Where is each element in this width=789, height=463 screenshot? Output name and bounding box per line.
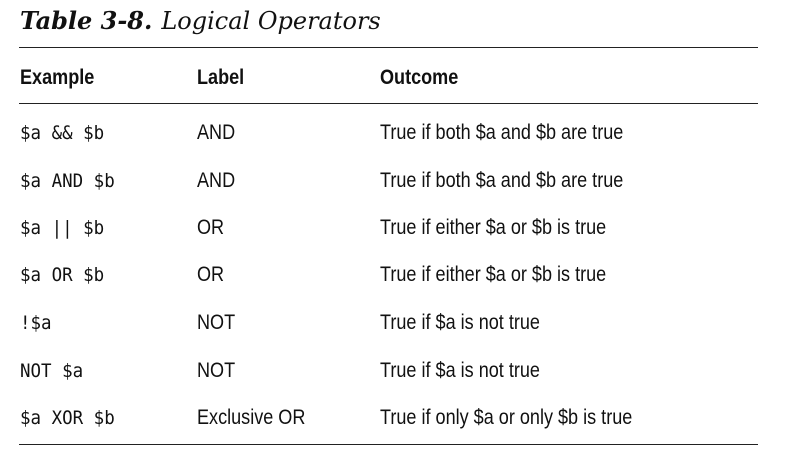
table-row: !$a NOT True if $a is not true [0,307,789,339]
label-cell: NOT [197,359,236,382]
header-rule [19,103,758,104]
table-caption: Table 3-8. Logical Operators [20,5,381,37]
example-cell: !$a [20,312,52,334]
example-cell: $a OR $b [20,264,105,286]
outcome-cell: True if $a is not true [380,311,540,334]
table-row: $a OR $b OR True if either $a or $b is t… [0,259,789,291]
outcome-cell: True if either $a or $b is true [380,263,607,286]
example-cell: $a && $b [20,122,105,144]
example-cell: $a || $b [20,217,105,239]
label-cell: AND [197,169,236,192]
table-number: Table 3-8. [20,6,153,35]
label-cell: Exclusive OR [197,406,306,429]
table-row: $a && $b AND True if both $a and $b are … [0,117,789,149]
example-cell: $a AND $b [20,170,115,192]
outcome-cell: True if either $a or $b is true [380,216,607,239]
column-header-example: Example [20,66,95,89]
table-row: NOT $a NOT True if $a is not true [0,355,789,387]
outcome-cell: True if both $a and $b are true [380,169,624,192]
outcome-cell: True if only $a or only $b is true [380,406,633,429]
table-row: $a XOR $b Exclusive OR True if only $a o… [0,402,789,434]
label-cell: OR [197,263,225,286]
example-cell: $a XOR $b [20,407,115,429]
example-cell: NOT $a [20,360,84,382]
table-row: $a AND $b AND True if both $a and $b are… [0,165,789,197]
outcome-cell: True if $a is not true [380,359,540,382]
label-cell: OR [197,216,225,239]
outcome-cell: True if both $a and $b are true [380,121,624,144]
table-title: Logical Operators [161,7,381,35]
table-row: $a || $b OR True if either $a or $b is t… [0,212,789,244]
table-top-rule [19,47,758,48]
column-header-outcome: Outcome [380,66,459,89]
label-cell: AND [197,121,236,144]
table-bottom-rule [19,444,758,445]
column-header-label: Label [197,66,245,89]
label-cell: NOT [197,311,236,334]
